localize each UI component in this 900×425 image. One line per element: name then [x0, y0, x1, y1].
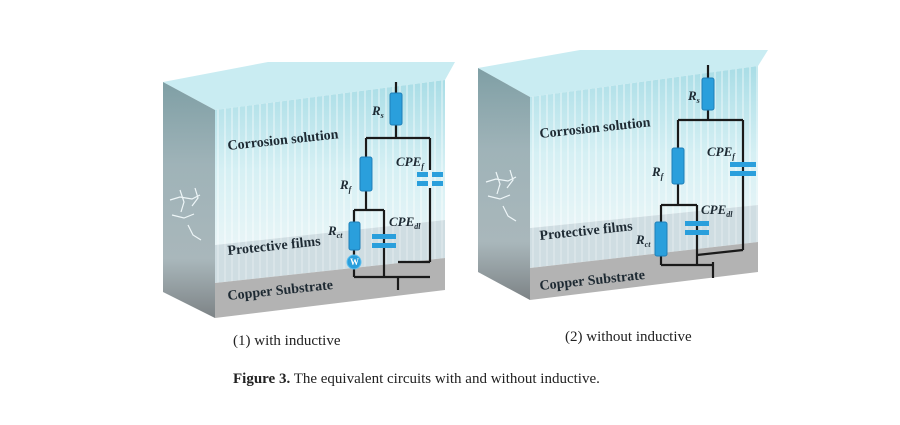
label-rs-2: Rs [687, 88, 700, 105]
resistor-rct-1 [348, 221, 361, 251]
block-2-side-face [478, 68, 530, 300]
resistor-rs-2 [701, 77, 715, 111]
warburg-label-1: W [350, 257, 359, 267]
figure-caption-text: The equivalent circuits with and without… [290, 371, 600, 387]
sublabel-without-inductive: (2) without inductive [565, 329, 692, 345]
label-rf-2: Rf [651, 164, 665, 181]
block-1-side-face [163, 82, 215, 318]
block-1 [163, 62, 455, 318]
resistor-rf-1 [359, 156, 373, 192]
label-cpedl-2: CPEdl [701, 202, 733, 219]
label-rct-2: Rct [635, 232, 651, 249]
block-1-cracks [169, 187, 202, 241]
capacitor-cpef-1 [417, 170, 443, 188]
capacitor-cpef-2 [730, 162, 756, 176]
resistor-rs-1 [389, 92, 403, 126]
resistor-rct-2 [654, 221, 668, 257]
label-cpedl-1: CPEdl [389, 214, 421, 231]
block-2-top-face [478, 50, 768, 97]
capacitor-cpedl-2 [685, 221, 709, 235]
label-cpef-1: CPEf [396, 154, 425, 171]
label-rs-1: Rs [371, 103, 384, 120]
label-rf-1: Rf [339, 177, 353, 194]
label-cpef-2: CPEf [707, 144, 736, 161]
warburg-w-1 [346, 254, 362, 270]
block-2-substrate-layer [530, 242, 758, 300]
figure-caption-label: Figure 3. [233, 371, 291, 387]
block-2 [478, 50, 768, 300]
resistor-rf-2 [671, 147, 685, 185]
sublabel-with-inductive: (1) with inductive [233, 333, 341, 349]
block-2-cracks [485, 169, 517, 222]
block-1-top-face [163, 62, 455, 110]
figure-caption: Figure 3. The equivalent circuits with a… [233, 371, 600, 388]
block-1-substrate-layer [215, 258, 445, 318]
label-rct-1: Rct [327, 223, 343, 240]
capacitor-cpedl-1 [372, 234, 396, 248]
